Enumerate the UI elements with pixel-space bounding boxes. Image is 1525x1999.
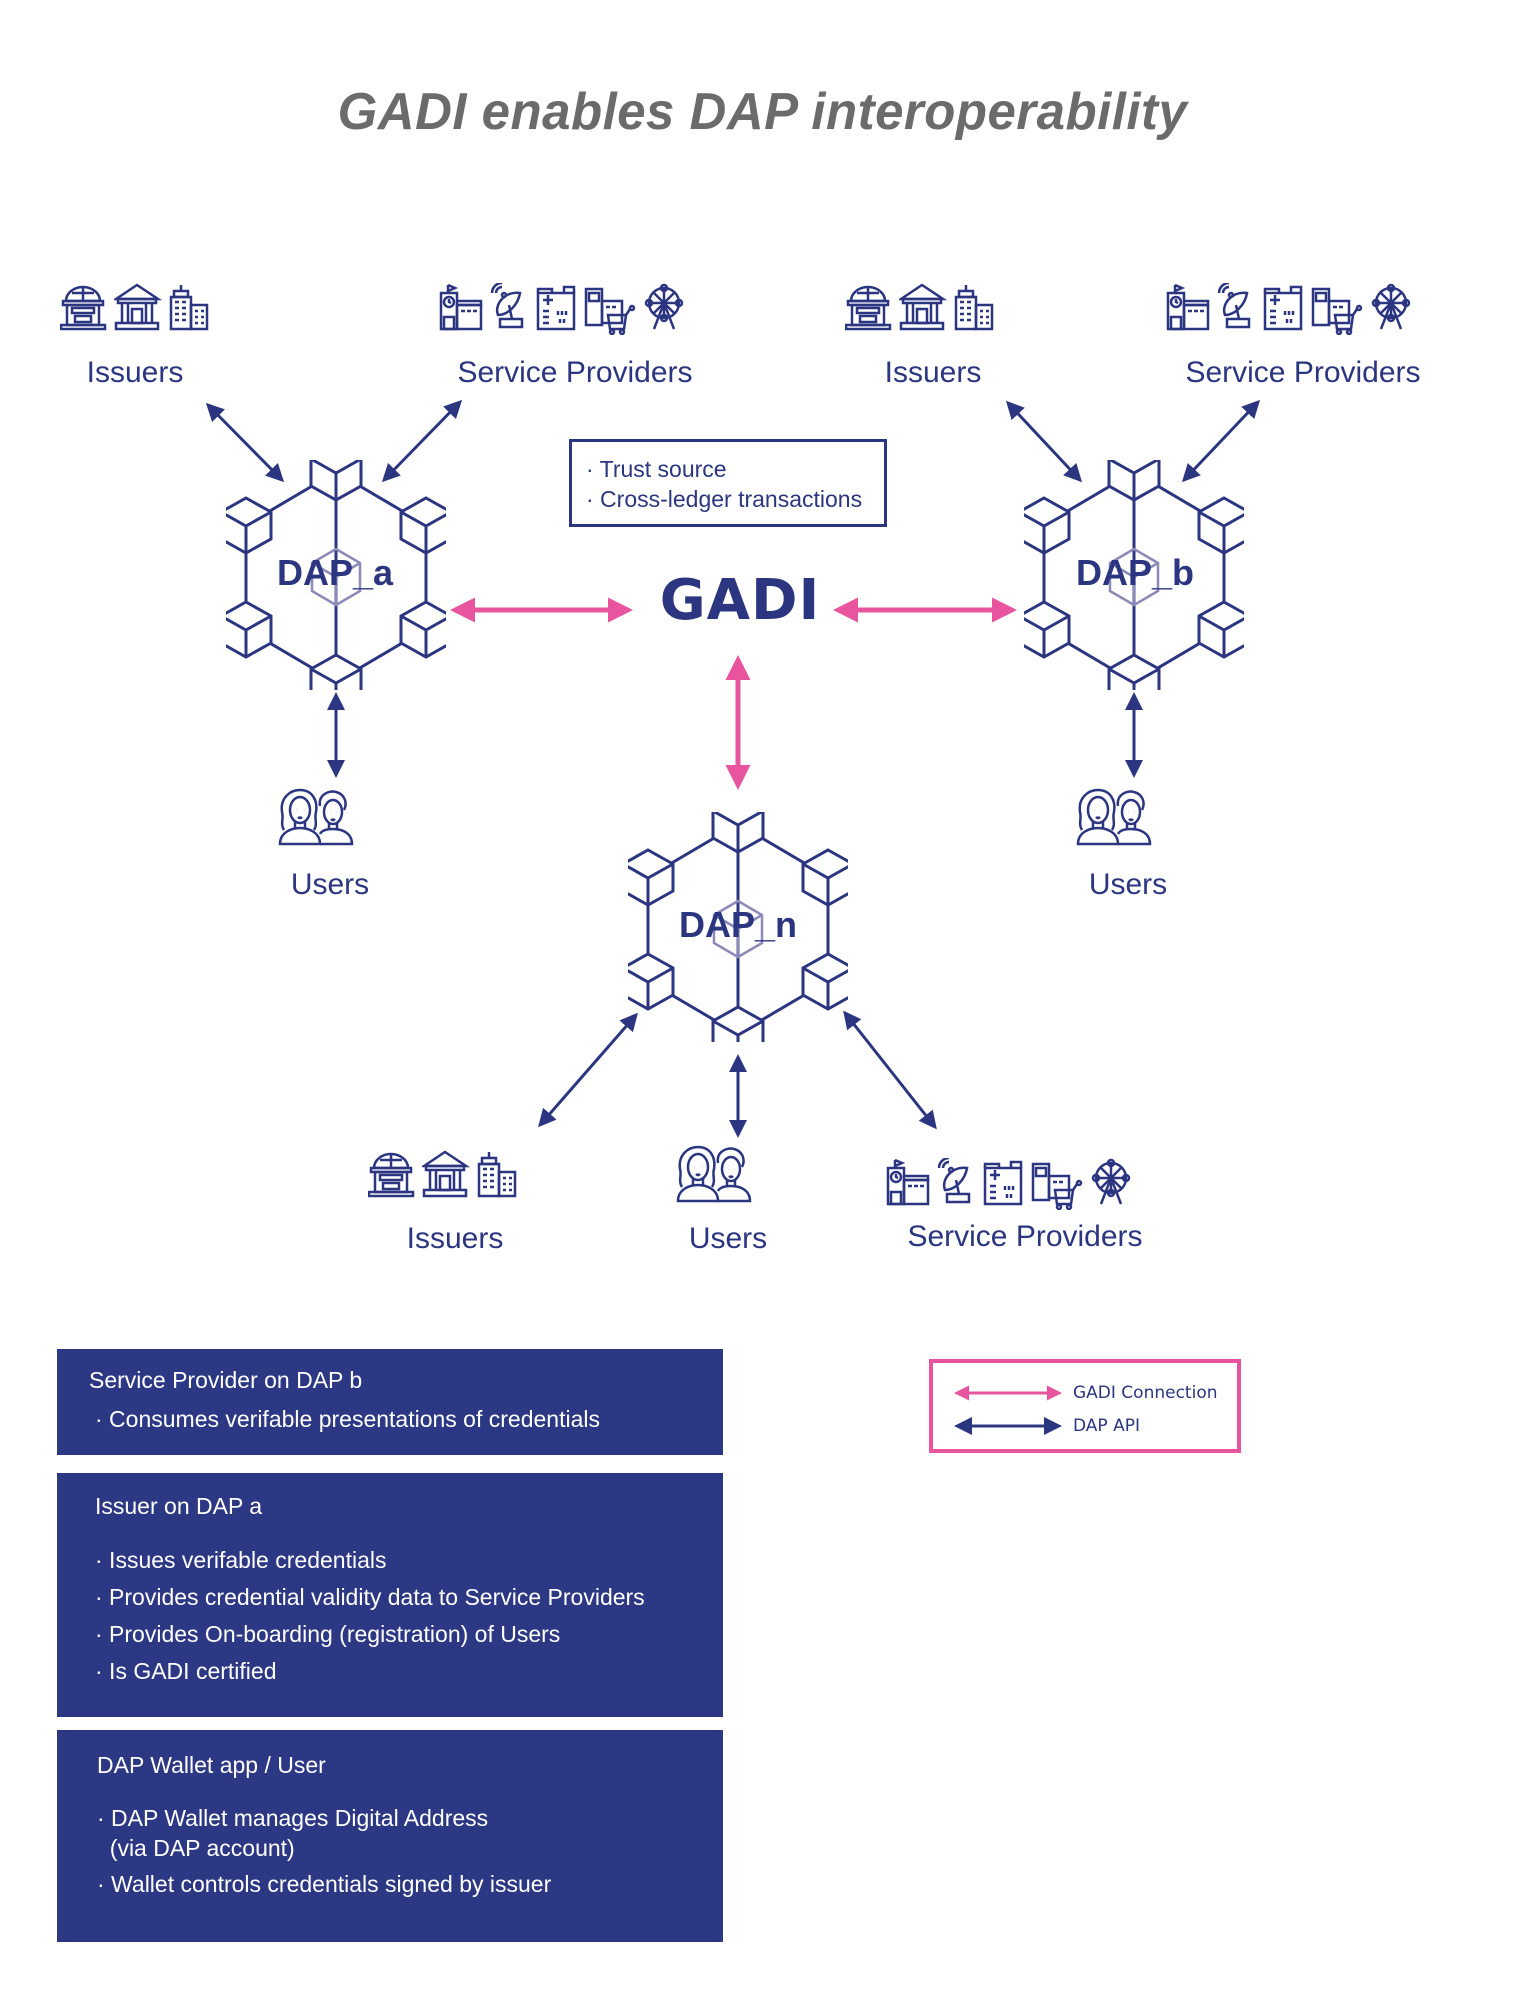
bank-icon	[422, 1150, 468, 1198]
dap-api-arrow-issuers-n	[538, 1012, 638, 1128]
office-tower-icon	[169, 283, 209, 331]
gadi-label: GADI	[659, 568, 821, 633]
panel-issuer: Issuer on DAP a · Issues verifable crede…	[57, 1473, 723, 1717]
issuers-label-n: Issuers	[406, 1222, 504, 1255]
legend-label-dap-api: DAP API	[1073, 1416, 1140, 1436]
users-label-n: Users	[688, 1222, 768, 1255]
users-label-b: Users	[1088, 868, 1168, 901]
issuers-label-a: Issuers	[86, 356, 184, 389]
dap-api-arrow-issuers-b	[1005, 400, 1083, 483]
hospital-icon	[1263, 285, 1303, 331]
legend: GADI Connection DAP API	[929, 1359, 1241, 1453]
service-providers-label-b: Service Providers	[1185, 356, 1421, 389]
store-cart-icon	[584, 287, 636, 335]
service-providers-group-a	[438, 283, 686, 335]
panel-item: · Consumes verifable presentations of cr…	[95, 1406, 600, 1432]
ferris-wheel-icon	[1371, 283, 1411, 331]
legend-label-gadi-connection: GADI Connection	[1073, 1383, 1218, 1403]
two-people-icon	[676, 1145, 752, 1203]
office-tower-icon	[954, 283, 994, 331]
panel-item: · DAP Wallet manages Digital Address (vi…	[97, 1805, 489, 1861]
domed-building-icon	[845, 285, 892, 331]
school-clock-tower-icon	[1166, 283, 1210, 331]
legend-arrows	[954, 1385, 1062, 1435]
two-people-icon	[1076, 788, 1152, 846]
dap-a-label: DAP_a	[276, 552, 394, 593]
bank-icon	[114, 283, 160, 331]
panel-item: · Issues verifable credentials	[95, 1547, 387, 1573]
issuers-label-b: Issuers	[884, 356, 982, 389]
store-cart-icon	[1311, 287, 1363, 335]
ferris-wheel-icon	[1091, 1158, 1131, 1206]
service-providers-group-b	[1165, 283, 1413, 335]
dap-n-label: DAP_n	[678, 904, 798, 945]
panel-item: · Provides On-boarding (registration) of…	[95, 1621, 561, 1647]
page-title: GADI enables DAP interoperability	[337, 83, 1188, 141]
hospital-icon	[983, 1160, 1023, 1206]
satellite-dish-icon	[1217, 283, 1251, 329]
issuers-group-n	[368, 1150, 520, 1200]
panel-title: Service Provider on DAP b	[89, 1367, 363, 1393]
dap-api-arrow-sp-b	[1181, 399, 1261, 483]
domed-building-icon	[60, 285, 107, 331]
dap-b-label: DAP_b	[1075, 552, 1195, 593]
panel-title: DAP Wallet app / User	[97, 1752, 326, 1778]
store-cart-icon	[1031, 1162, 1083, 1210]
issuers-group-a	[60, 283, 212, 333]
panel-item: · Is GADI certified	[95, 1658, 277, 1684]
dap-api-arrow-sp-a	[381, 399, 463, 483]
bank-icon	[899, 283, 945, 331]
gadi-info-box: · Trust source · Cross-ledger transactio…	[569, 439, 887, 527]
dap-api-arrow-issuers-a	[205, 402, 285, 483]
service-providers-group-n	[885, 1158, 1133, 1210]
hospital-icon	[536, 285, 576, 331]
panel-wallet: DAP Wallet app / User · DAP Wallet manag…	[57, 1730, 723, 1942]
satellite-dish-icon	[937, 1158, 971, 1204]
panel-item: · Wallet controls credentials signed by …	[97, 1871, 552, 1897]
panel-item: · Provides credential validity data to S…	[95, 1584, 645, 1610]
office-tower-icon	[477, 1150, 517, 1198]
users-label-a: Users	[290, 868, 370, 901]
service-providers-label-n: Service Providers	[907, 1220, 1143, 1253]
issuers-group-b	[845, 283, 997, 333]
info-item-cross-ledger: · Cross-ledger transactions	[586, 486, 863, 512]
school-clock-tower-icon	[439, 283, 483, 331]
satellite-dish-icon	[490, 283, 524, 329]
ferris-wheel-icon	[644, 283, 684, 331]
panel-title: Issuer on DAP a	[95, 1493, 263, 1519]
domed-building-icon	[368, 1152, 415, 1198]
dap-api-arrow-sp-n	[843, 1010, 937, 1130]
panel-service-provider: Service Provider on DAP b · Consumes ver…	[57, 1349, 723, 1455]
school-clock-tower-icon	[886, 1158, 930, 1206]
info-item-trust-source: · Trust source	[586, 456, 727, 482]
two-people-icon	[278, 788, 354, 846]
service-providers-label-a: Service Providers	[457, 356, 693, 389]
